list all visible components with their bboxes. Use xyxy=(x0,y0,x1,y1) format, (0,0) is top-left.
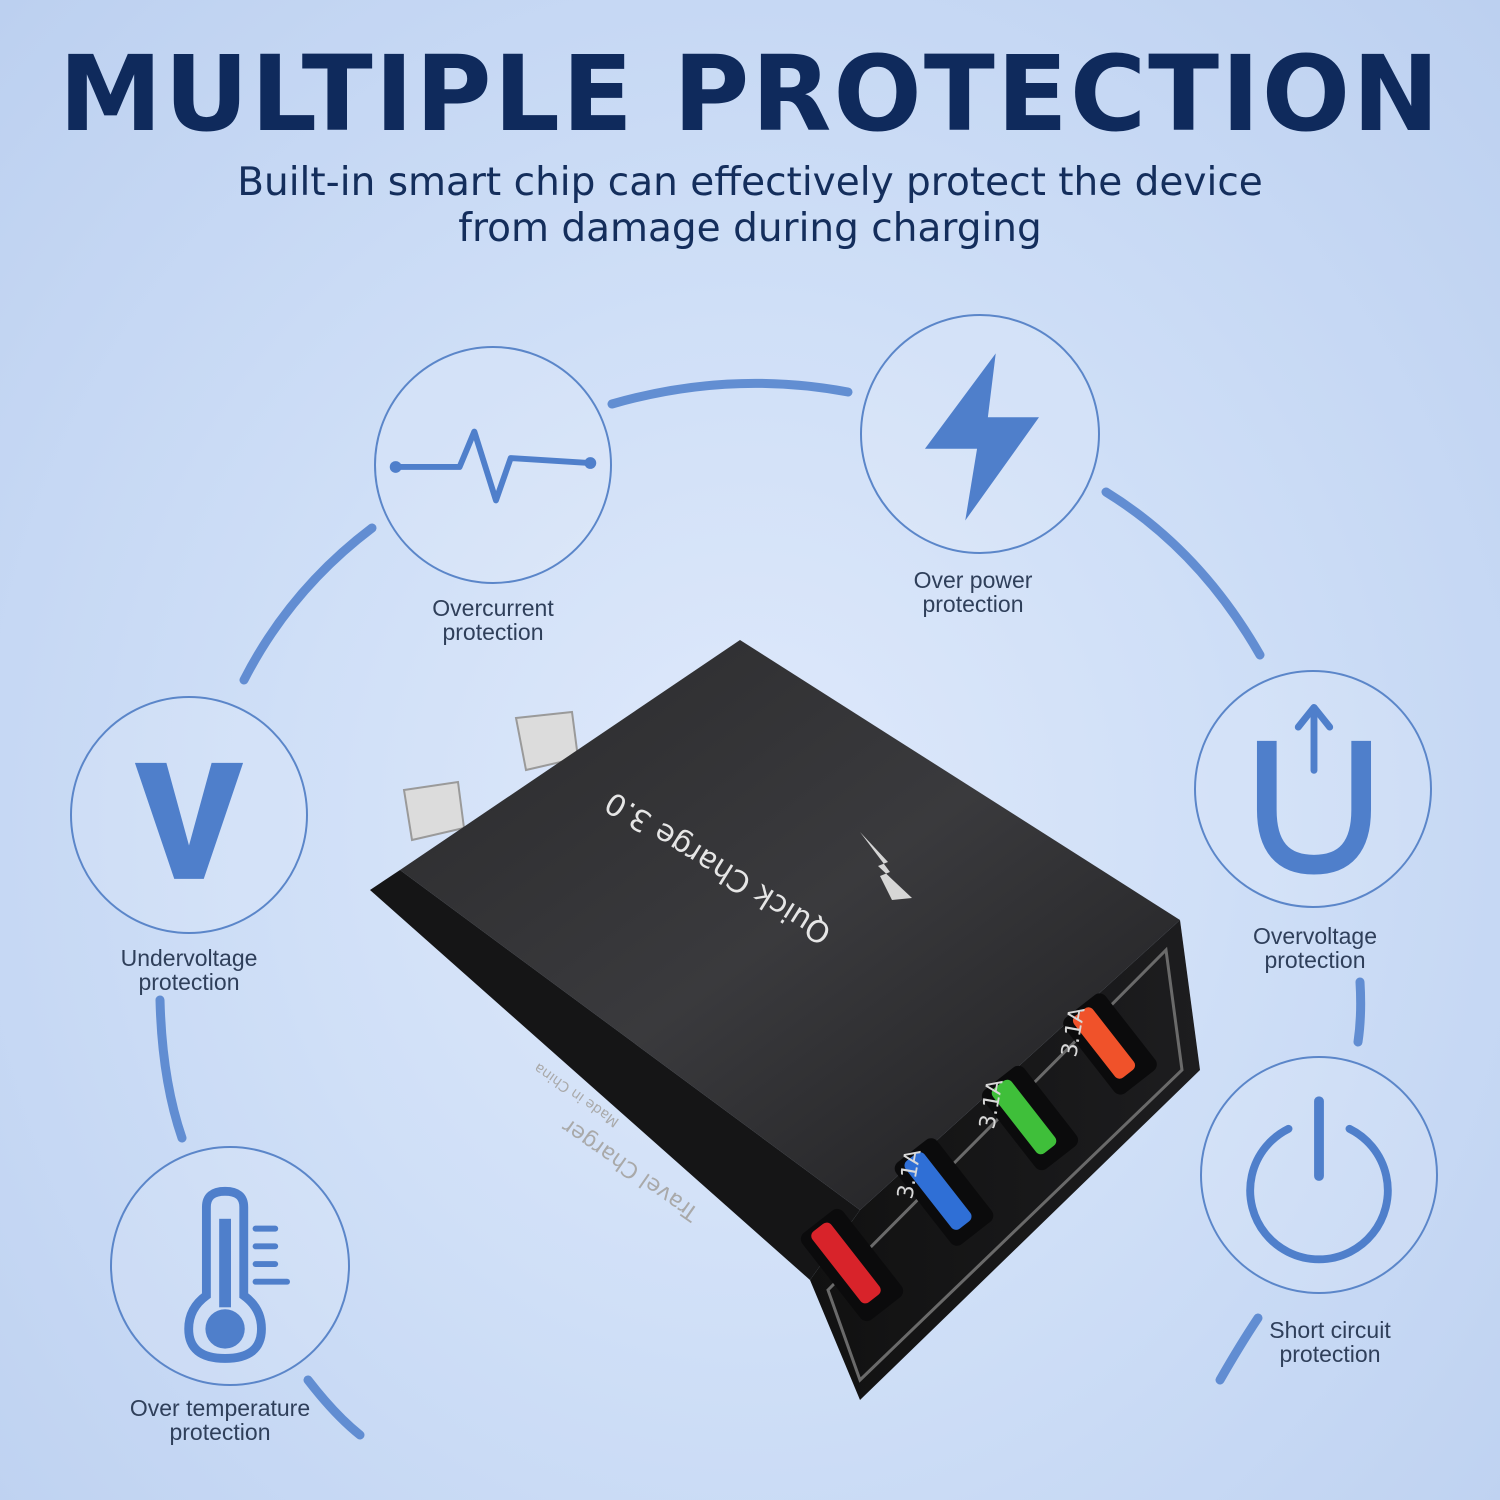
overcurrent-label-line1: Overcurrent xyxy=(432,595,554,621)
over-temperature-label-line2: protection xyxy=(169,1419,271,1445)
overvoltage-label-line2: protection xyxy=(1264,947,1366,973)
badge-lightning-icon xyxy=(860,832,912,900)
arc-bottom-left xyxy=(303,1375,365,1440)
over-power-label: Over power protection xyxy=(843,568,1103,616)
over-temperature-label-line1: Over temperature xyxy=(129,1395,311,1421)
short-circuit-label-line1: Short circuit xyxy=(1269,1317,1391,1343)
arc-top xyxy=(607,378,853,409)
usb-charger-image: 3.1A 3.1A 3.1A Quick Charge 3.0 Travel C… xyxy=(370,640,1200,1400)
short-circuit-label: Short circuit protection xyxy=(1200,1318,1460,1366)
usb-port-3-insert xyxy=(991,1079,1057,1155)
over-power-label-line1: Over power xyxy=(913,567,1033,593)
page-subtitle: Built-in smart chip can effectively prot… xyxy=(0,160,1500,252)
arc-left-upper xyxy=(239,523,377,685)
arc-top-right xyxy=(1101,487,1265,660)
overvoltage-label: Overvoltage protection xyxy=(1185,924,1445,972)
undervoltage-label: Undervoltage protection xyxy=(59,946,319,994)
arc-left-lower xyxy=(155,995,187,1143)
letter-v-icon xyxy=(134,762,244,879)
short-circuit-circle xyxy=(1200,1056,1438,1294)
over-power-circle xyxy=(860,314,1100,554)
subtitle-line-1: Built-in smart chip can effectively prot… xyxy=(237,160,1263,205)
charger-left-side xyxy=(370,870,860,1280)
usb-port-3 xyxy=(981,1065,1079,1171)
usb-port-4-insert xyxy=(1072,1007,1136,1079)
usb-port-2-insert xyxy=(904,1152,972,1230)
u-arrow-up-icon xyxy=(1256,703,1372,875)
undervoltage-label-line2: protection xyxy=(138,969,240,995)
over-temperature-circle xyxy=(110,1146,350,1386)
charger-top-face xyxy=(400,640,1180,1210)
thermometer-icon xyxy=(184,1186,290,1363)
usb-port-1 xyxy=(800,1208,904,1322)
short-circuit-label-line2: protection xyxy=(1279,1341,1381,1367)
usb-ports xyxy=(800,993,1157,1322)
usb-port-2 xyxy=(894,1138,994,1246)
overvoltage-circle xyxy=(1194,670,1432,908)
pulse-icon xyxy=(389,428,597,504)
subtitle-line-2: from damage during charging xyxy=(458,206,1042,251)
undervoltage-label-line1: Undervoltage xyxy=(120,945,258,971)
page-title: MULTIPLE PROTECTION xyxy=(58,33,1442,155)
usb-port-1-insert xyxy=(811,1222,881,1304)
undervoltage-circle xyxy=(70,696,308,934)
arc-bottom-right xyxy=(1215,1313,1263,1385)
over-temperature-label: Over temperature protection xyxy=(90,1396,350,1444)
over-power-label-line2: protection xyxy=(922,591,1024,617)
arc-right-middle xyxy=(1353,977,1366,1047)
overcurrent-circle xyxy=(374,346,612,584)
lightning-icon xyxy=(924,353,1039,521)
usb-port-4 xyxy=(1063,993,1157,1095)
overvoltage-label-line1: Overvoltage xyxy=(1252,923,1377,949)
power-icon xyxy=(1246,1096,1392,1264)
overcurrent-label-line2: protection xyxy=(442,619,544,645)
overcurrent-label: Overcurrent protection xyxy=(363,596,623,644)
